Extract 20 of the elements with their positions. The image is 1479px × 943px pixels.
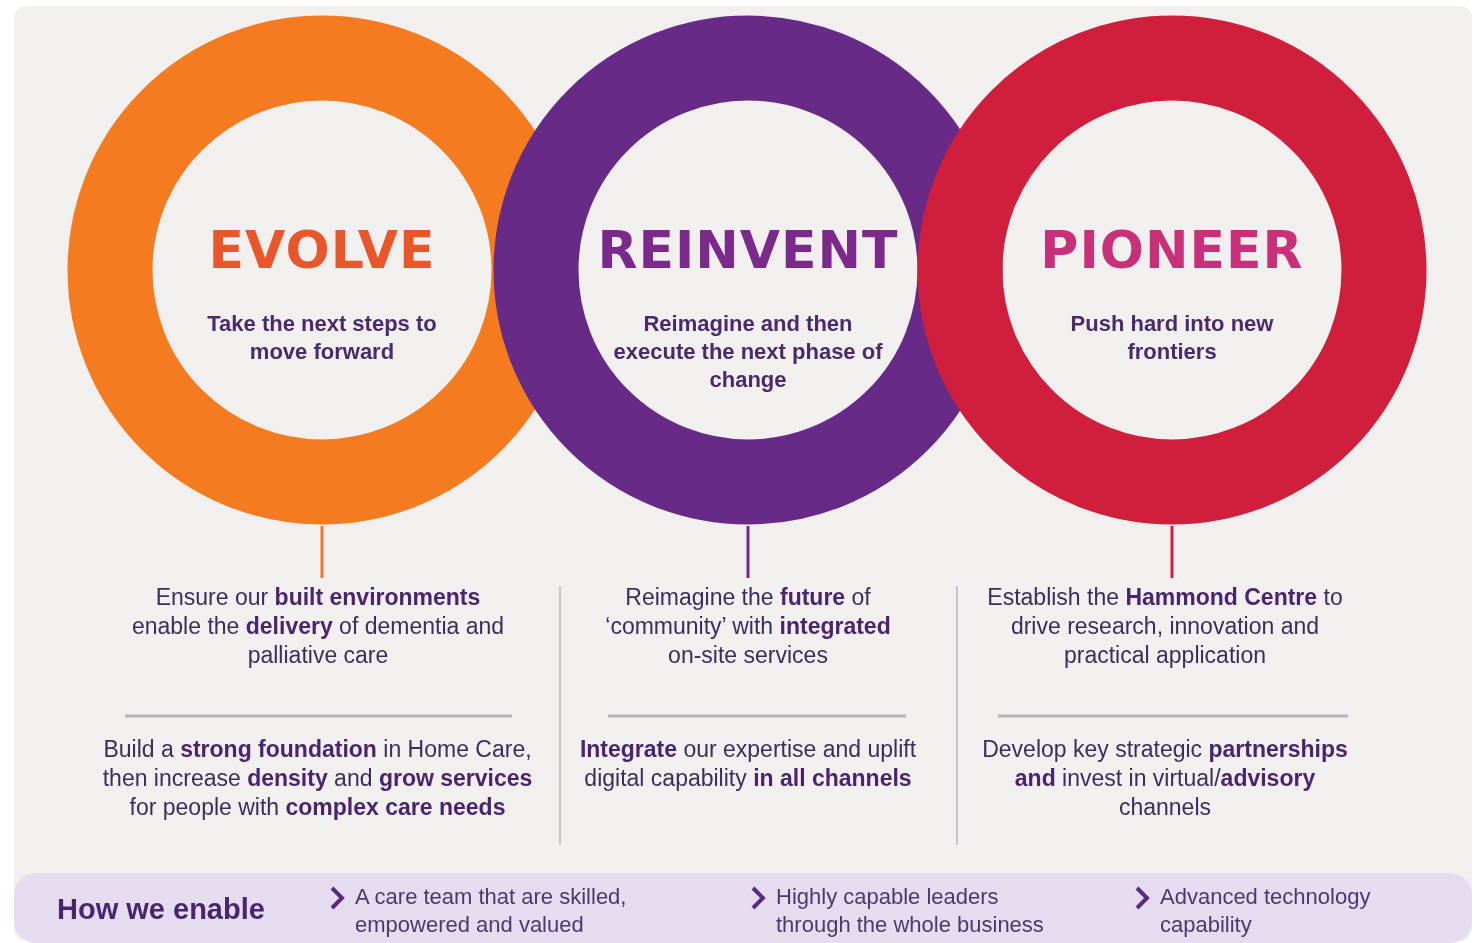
ring-title: REINVENT xyxy=(597,220,899,280)
ring-subtitle: Reimagine and then execute the next phase of change xyxy=(613,310,883,394)
enabler-text: A care team that are skilled, empowered and valued xyxy=(355,883,628,939)
enabler-band xyxy=(14,873,1472,943)
body-text: Build a strong foundation in Home Care, then increase density and grow services for people with complex care needs xyxy=(95,735,540,822)
band-heading: How we enable xyxy=(57,893,265,926)
ring-title: PIONEER xyxy=(1040,220,1304,280)
connector-line xyxy=(320,526,324,578)
body-text: Integrate our expertise and uplift digital capability in all channels xyxy=(572,735,924,793)
ring-subtitle: Take the next steps to move forward xyxy=(206,310,438,366)
connector-line xyxy=(1170,526,1174,578)
ring-title: EVOLVE xyxy=(208,220,436,280)
ring-subtitle: Push hard into new frontiers xyxy=(1069,310,1275,366)
connector-line xyxy=(746,526,750,578)
enabler-text: Highly capable leaders through the whole business xyxy=(776,883,1045,939)
body-text: Reimagine the future of ‘community’ with integrated on-site services xyxy=(598,583,898,670)
enabler-text: Advanced technology capability xyxy=(1160,883,1372,939)
body-text: Develop key strategic partnerships and invest in virtual/advisory channels xyxy=(982,735,1348,822)
body-text: Ensure our built environments enable the delivery of dementia and palliative care xyxy=(118,583,518,670)
body-text: Establish the Hammond Centre to drive research, innovation and practical application xyxy=(985,583,1345,670)
